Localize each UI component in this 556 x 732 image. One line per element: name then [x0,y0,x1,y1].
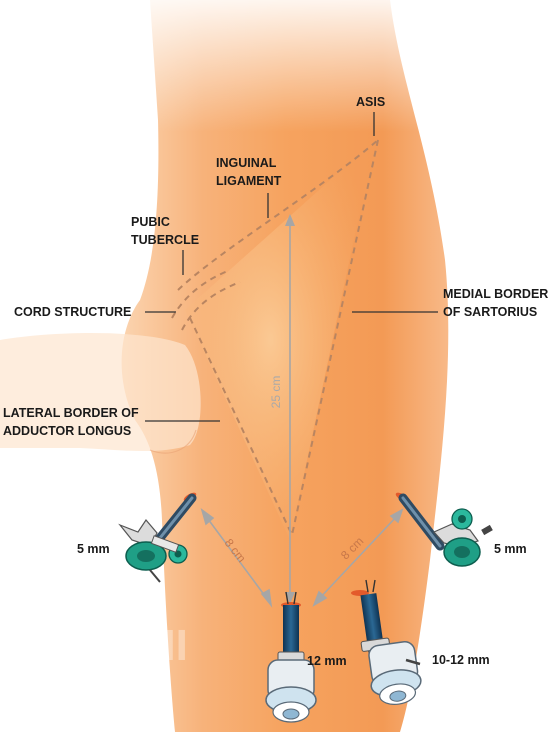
left-port-label: 5 mm [77,542,110,556]
left-distance-line [204,514,269,601]
sartorius-line [291,139,379,536]
cord-label: CORD STRUCTURE [14,305,131,319]
inguinal-ligament-line [177,139,379,291]
inguinal-label-line2: LIGAMENT [216,174,282,188]
femoral-triangle-area [185,140,375,540]
adductor-label-line2: ADDUCTOR LONGUS [3,424,131,438]
right-distance-line [317,514,399,601]
sartorius-label-line2: OF SARTORIUS [443,305,537,319]
cord-line-2 [181,281,241,331]
lower-right-trocar [360,579,422,705]
adductor-longus-line [189,317,293,536]
lower-right-port-label: 10-12 mm [432,653,490,667]
inguinal-label-line1: INGUINAL [216,156,277,170]
anatomic-landmark-lines [171,139,379,536]
incision-lower-right [351,590,369,596]
adductor-label-line1: LATERAL BORDER OF [3,406,139,420]
asis-label: ASIS [356,95,385,109]
center-port-label: 12 mm [307,654,347,668]
right-trocar [398,493,493,567]
length-dimension [285,214,295,604]
left-trocar [118,493,197,583]
sartorius-label-line1: MEDIAL BORDER [443,287,548,301]
right-port-label: 5 mm [494,542,527,556]
pubic-label-line1: PUBIC [131,215,170,229]
watermark: CIMI [95,621,188,670]
pubic-label-line2: TUBERCLE [131,233,199,247]
cord-line-1 [171,269,231,319]
length-label: 25 cm [269,376,283,409]
center-trocar [265,591,317,723]
